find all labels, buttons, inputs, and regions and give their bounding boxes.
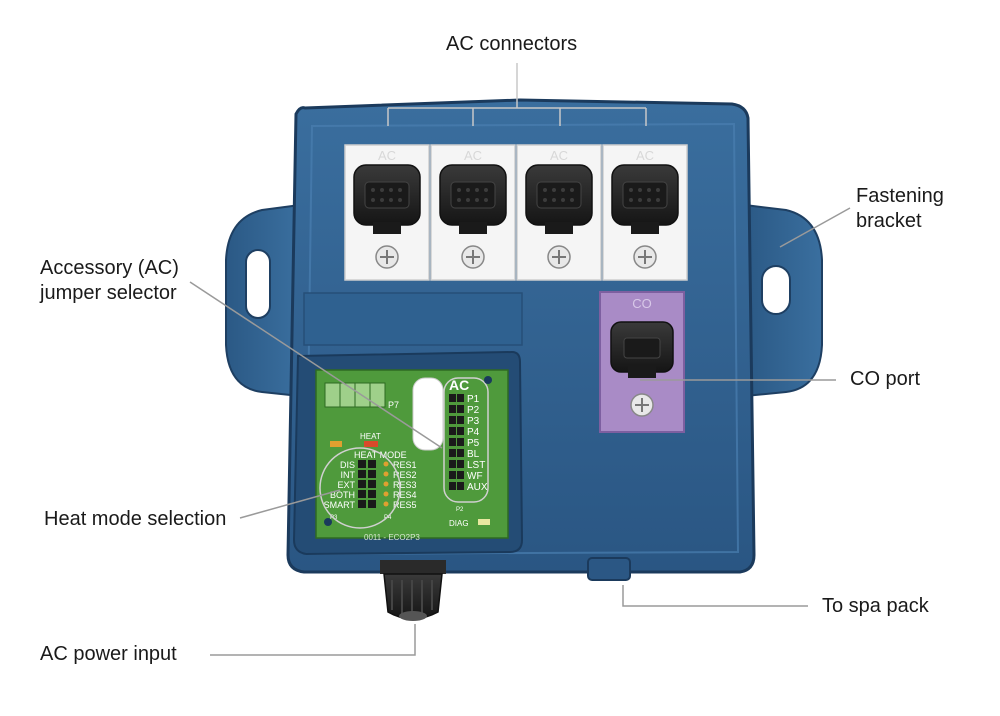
heat-mode-option: EXT (337, 480, 355, 490)
heat-mode-option: BOTH (330, 490, 355, 500)
ac-connectors-bracket-lines (387, 63, 647, 126)
ac-jumper-label: BL (467, 449, 480, 460)
ac-jumper-highlight (443, 377, 489, 503)
callout-fastening-bracket: Fastening bracket (856, 184, 944, 234)
ac-jumper-label: LST (467, 460, 485, 471)
ac-jumper-pin (449, 471, 456, 479)
heat-mode-header: HEAT MODE (354, 450, 407, 460)
ac-port-label: AC (636, 148, 654, 163)
cable-gland (380, 560, 446, 621)
leader-lines (189, 207, 851, 656)
ac-port-label: AC (550, 148, 568, 163)
heat-mode-option: SMART (324, 500, 356, 510)
label-recess (303, 292, 523, 346)
reserved-label: RES1 (393, 460, 417, 470)
pcb-white-component (412, 377, 444, 451)
ac-jumper-pin (449, 427, 456, 435)
left-mounting-slot (245, 249, 271, 319)
callout-co-port-text: CO port (850, 368, 921, 390)
heat-mode-option: DIS (340, 460, 355, 470)
heat-led-label: HEAT (360, 432, 381, 441)
heat-mode-pin (358, 500, 366, 508)
callout-co-port: CO port (850, 367, 920, 392)
co-port-label: CO (632, 296, 652, 311)
ac-jumper-pin (449, 482, 456, 490)
co-port: CO (599, 291, 685, 433)
ac-port-3: AC (516, 144, 602, 281)
right-mounting-slot (761, 265, 791, 315)
reserved-pad (383, 501, 389, 507)
heat-mode-option: INT (341, 470, 356, 480)
reserved-pad (383, 461, 389, 467)
ac-jumper-label: P4 (467, 427, 480, 438)
leader-fastening-bracket (779, 207, 851, 248)
p2-label: P2 (456, 507, 464, 513)
ac-port-label: AC (464, 148, 482, 163)
left-fastening-bracket (225, 203, 301, 398)
callout-accessory-jumper-line1: Accessory (AC) (40, 257, 179, 279)
callout-fastening-bracket-line1: Fastening (856, 185, 944, 207)
leader-to-spa-pack (622, 585, 808, 607)
callout-accessory-jumper: Accessory (AC) jumper selector (40, 256, 179, 306)
ac-jumper-header: AC (449, 377, 469, 393)
callout-to-spa-pack-text: To spa pack (822, 595, 929, 617)
callout-heat-mode-selection-text: Heat mode selection (44, 508, 227, 530)
ac-jumper-label: P3 (467, 416, 480, 427)
callout-ac-power-input-text: AC power input (40, 643, 177, 665)
ac-jumper-label: WF (467, 471, 483, 482)
right-fastening-bracket (744, 203, 823, 398)
ac-jumper-label: P1 (467, 394, 480, 405)
diag-led (478, 519, 490, 525)
callout-heat-mode-selection: Heat mode selection (44, 507, 226, 532)
reserved-label: RES2 (393, 470, 417, 480)
reserved-pad (383, 481, 389, 487)
ac-jumper-pin (449, 460, 456, 468)
callout-ac-connectors-text: AC connectors (446, 33, 578, 55)
heat-mode-highlight (319, 447, 401, 529)
ac-port-1: AC (344, 144, 430, 281)
spa-pack-outlet (587, 557, 631, 581)
heat-mode-pin (358, 490, 366, 498)
reserved-pad (383, 491, 389, 497)
ac-jumper-pin (449, 449, 456, 457)
callout-to-spa-pack: To spa pack (822, 594, 929, 619)
ac-jumper-pin (449, 416, 456, 424)
ac-port-2: AC (430, 144, 516, 281)
callout-accessory-jumper-line2: jumper selector (40, 282, 177, 304)
p4-label: P4 (384, 515, 392, 521)
callout-ac-power-input: AC power input (40, 642, 177, 667)
reserved-label: RES4 (393, 490, 417, 500)
leader-heat-mode (239, 489, 341, 519)
reserved-label: RES5 (393, 500, 417, 510)
reserved-label: RES3 (393, 480, 417, 490)
ac-port-4: AC (602, 144, 688, 281)
ac-jumper-pin (449, 394, 456, 402)
heat-mode-pin (358, 470, 366, 478)
pcb-serial: 0011 - ECO2P3 (364, 533, 420, 542)
diag-label: DIAG (449, 519, 469, 528)
leader-ac-power (210, 624, 416, 656)
leader-accessory-jumper (189, 281, 443, 449)
ac-connector-ports: AC AC AC AC (344, 144, 688, 281)
callout-fastening-bracket-line2: bracket (856, 210, 922, 232)
ac-jumper-label: P2 (467, 405, 480, 416)
ac-jumper-pin (449, 405, 456, 413)
ac-jumper-label: AUX (467, 482, 488, 493)
ac-port-label: AC (378, 148, 396, 163)
reserved-pad (383, 471, 389, 477)
heat-mode-pin (358, 460, 366, 468)
ac-jumper-pin (449, 438, 456, 446)
heat-led (364, 441, 378, 447)
ac-jumper-label: P5 (467, 438, 480, 449)
heat-mode-pin (358, 480, 366, 488)
p7-label: P7 (388, 400, 399, 410)
callout-ac-connectors: AC connectors (446, 32, 577, 57)
